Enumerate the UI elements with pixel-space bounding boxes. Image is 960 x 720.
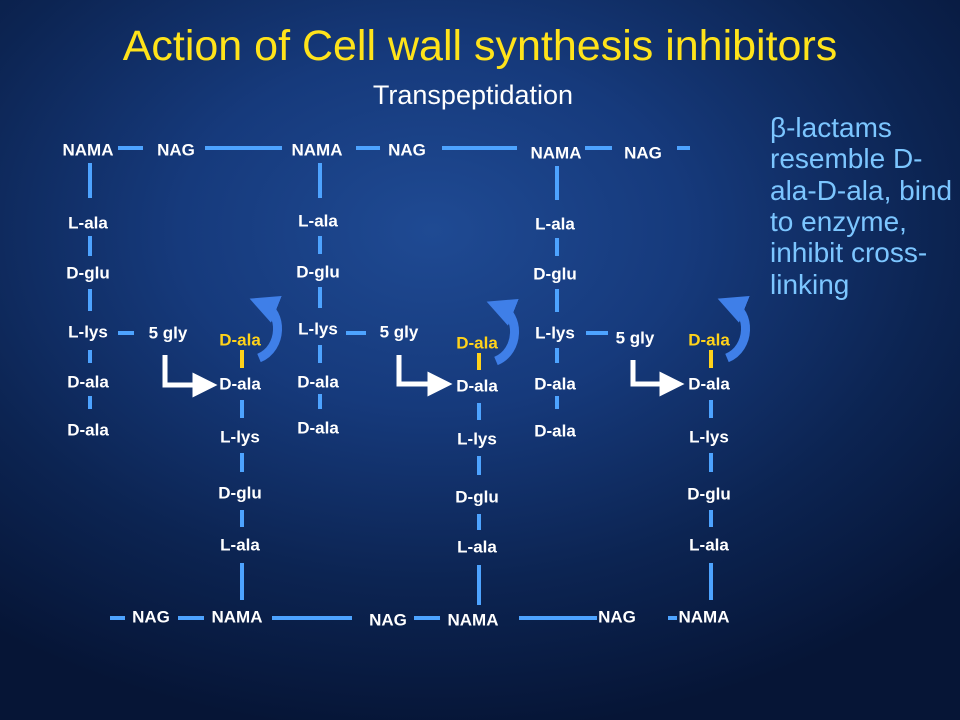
glycan-label: NAG <box>624 143 662 163</box>
amino-acid-label: D-ala <box>67 420 109 440</box>
glycan-label: NAMA <box>211 607 263 627</box>
amino-acid-label: D-ala <box>67 372 109 392</box>
glycan-label: NAG <box>369 610 407 630</box>
arrows-layer <box>162 296 750 398</box>
amino-acid-label: D-glu <box>533 264 577 284</box>
amino-acid-label: L-lys <box>298 319 338 339</box>
displacement-curved-arrow <box>486 299 519 366</box>
terminal-d-ala-label: D-ala <box>219 330 261 350</box>
amino-acid-label: L-lys <box>457 429 497 449</box>
amino-acid-label: D-glu <box>66 263 110 283</box>
glycan-label: NAG <box>132 607 170 627</box>
displacement-curved-arrow <box>249 296 282 363</box>
slide-title: Action of Cell wall synthesis inhibitors <box>122 22 838 70</box>
amino-acid-label: D-glu <box>455 487 499 507</box>
glycan-label: NAMA <box>62 140 114 160</box>
beta-lactam-note-text: -lactams resemble D-ala-D-ala, bind to e… <box>770 112 953 300</box>
transpeptidation-arrow <box>162 355 218 398</box>
amino-acid-label: L-ala <box>68 213 108 233</box>
glycan-label: NAMA <box>447 610 499 630</box>
amino-acid-label: D-ala <box>297 418 339 438</box>
amino-acid-label: D-ala <box>297 372 339 392</box>
glycan-label: NAMA <box>678 607 730 627</box>
terminal-d-ala-label: D-ala <box>456 333 498 353</box>
amino-acid-label: D-ala <box>688 374 730 394</box>
amino-acid-label: L-lys <box>689 427 729 447</box>
bonds-layer <box>88 146 713 620</box>
glycan-label: NAMA <box>530 143 582 163</box>
beta-lactam-note: β-lactams resemble D-ala-D-ala, bind to … <box>770 112 960 300</box>
amino-acid-label: D-ala <box>219 374 261 394</box>
beta-symbol: β <box>770 112 787 143</box>
transpeptidation-arrow <box>630 360 685 397</box>
amino-acid-label: L-ala <box>220 535 260 555</box>
amino-acid-label: L-lys <box>220 427 260 447</box>
pentaglycine-bridge-label: 5 gly <box>615 328 655 348</box>
amino-acid-label: D-ala <box>456 376 498 396</box>
amino-acid-label: D-glu <box>296 262 340 282</box>
amino-acid-label: L-ala <box>457 537 497 557</box>
amino-acid-label: D-glu <box>218 483 262 503</box>
displacement-curved-arrow <box>717 296 750 363</box>
amino-acid-label: L-ala <box>535 214 575 234</box>
transpeptidation-arrow <box>396 355 453 397</box>
terminal-d-ala-label: D-ala <box>688 330 730 350</box>
pentaglycine-bridge-label: 5 gly <box>148 323 188 343</box>
slide-subtitle: Transpeptidation <box>372 80 574 110</box>
amino-acid-label: D-ala <box>534 421 576 441</box>
amino-acid-label: L-ala <box>298 211 338 231</box>
amino-acid-label: D-ala <box>534 374 576 394</box>
glycan-label: NAG <box>388 140 426 160</box>
glycan-label: NAG <box>598 607 636 627</box>
glycan-label: NAMA <box>291 140 343 160</box>
amino-acid-label: L-ala <box>689 535 729 555</box>
pentaglycine-bridge-label: 5 gly <box>379 322 419 342</box>
amino-acid-label: D-glu <box>687 484 731 504</box>
amino-acid-label: L-lys <box>68 322 108 342</box>
amino-acid-label: L-lys <box>535 323 575 343</box>
glycan-label: NAG <box>157 140 195 160</box>
